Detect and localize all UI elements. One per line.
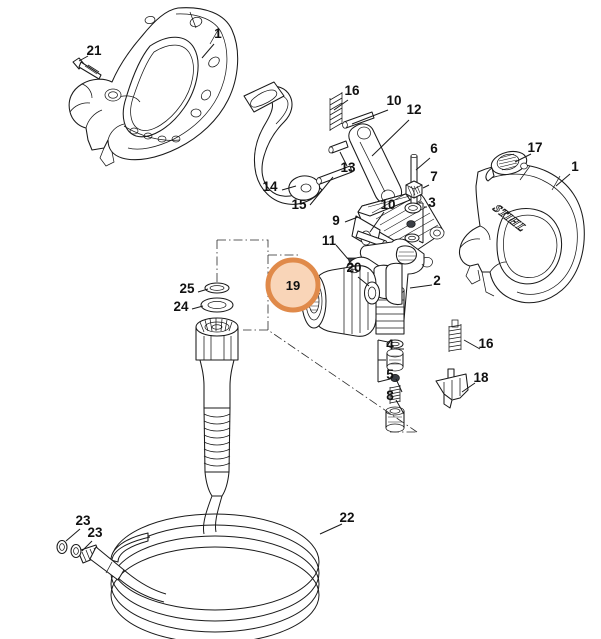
part-oring-20 <box>363 281 381 305</box>
callout-16-low: 16 <box>478 336 494 351</box>
callout-16-up: 16 <box>344 83 360 98</box>
part-hose-22 <box>110 495 320 639</box>
callout-7: 7 <box>430 169 438 184</box>
part-screw-21 <box>72 57 102 80</box>
part-seal-kit-3 <box>404 202 424 244</box>
part-spring-16-upper <box>329 92 343 131</box>
part-pin-13-short <box>328 140 349 154</box>
callout-10-low: 10 <box>380 197 395 212</box>
part-link-lever-12 <box>348 123 403 205</box>
callout-14: 14 <box>262 179 278 194</box>
part-spring-16-lower <box>448 319 462 352</box>
leader-lines <box>65 43 571 552</box>
part-pin-10-upper <box>342 111 375 129</box>
callout-10-up: 10 <box>386 93 401 108</box>
part-lock-knob-17 <box>485 150 528 182</box>
part-coupler-sleeve <box>385 262 403 306</box>
part-gun-neck-14 <box>243 81 323 205</box>
part-lance-assembly <box>195 282 239 497</box>
callout-2: 2 <box>433 273 441 288</box>
callout-17: 17 <box>527 140 542 155</box>
callout-1-left: 1 <box>214 26 222 41</box>
callout-12: 12 <box>406 102 421 117</box>
part-left-handle-shell <box>68 7 239 167</box>
callout-5: 5 <box>386 367 394 382</box>
callout-13: 13 <box>340 160 356 175</box>
callout-20: 20 <box>346 260 361 275</box>
callout-4: 4 <box>386 337 394 352</box>
callout-3: 3 <box>428 195 436 210</box>
callout-18: 18 <box>473 370 489 385</box>
callout-11: 11 <box>322 233 337 248</box>
callout-6: 6 <box>430 141 438 156</box>
highlight-marker-19 <box>265 257 321 313</box>
callout-23-b: 23 <box>87 525 103 540</box>
part-pin-15-long <box>316 165 353 185</box>
callout-1-right: 1 <box>571 159 579 174</box>
part-seal-set-4 <box>377 339 404 383</box>
callout-19-highlighted: 19 <box>286 278 300 293</box>
part-right-handle-shell <box>459 164 585 304</box>
callout-24: 24 <box>173 299 189 314</box>
callout-8: 8 <box>386 388 394 403</box>
callout-9: 9 <box>332 213 340 228</box>
part-bushing-8 <box>385 406 405 433</box>
part-nozzle-seat-18 <box>435 368 469 409</box>
callout-15: 15 <box>291 197 307 212</box>
callout-labels: 1 21 16 10 12 6 7 13 14 15 3 10 9 11 17 … <box>75 26 579 540</box>
part-nut-7 <box>405 180 423 199</box>
callout-23-a: 23 <box>75 513 91 528</box>
callout-22: 22 <box>339 510 354 525</box>
callout-25: 25 <box>179 281 195 296</box>
callout-21: 21 <box>86 43 102 58</box>
